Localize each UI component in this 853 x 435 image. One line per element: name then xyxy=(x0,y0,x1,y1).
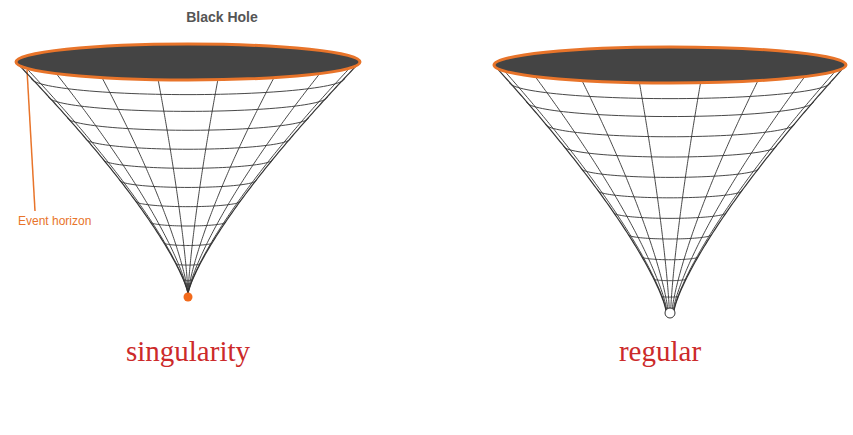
grid-meridian xyxy=(505,71,667,311)
caption-label: regular xyxy=(619,335,701,368)
grid-ring xyxy=(642,257,698,260)
grid-ring xyxy=(598,190,742,197)
grid-ring xyxy=(546,124,795,137)
regular-funnel xyxy=(494,47,846,311)
grid-meridian xyxy=(582,81,668,312)
grid-meridian xyxy=(188,68,350,294)
grid-ring xyxy=(68,118,309,131)
grid-ring xyxy=(103,159,272,168)
grid-ring xyxy=(654,279,686,281)
leader-line xyxy=(27,70,35,211)
grid-meridian xyxy=(494,65,666,311)
event-horizon-disc xyxy=(16,44,360,80)
grid-ring xyxy=(527,102,813,117)
grid-meridian xyxy=(188,78,274,294)
caption-label: singularity xyxy=(126,335,250,368)
grid-ring xyxy=(49,97,327,112)
callout-label: Event horizon xyxy=(18,215,91,229)
grid-meridian xyxy=(674,65,846,311)
grid-meridian xyxy=(26,68,188,294)
grid-ring xyxy=(120,180,256,187)
singularity-dot xyxy=(184,293,193,302)
grid-ring xyxy=(150,222,225,226)
grid-meridian xyxy=(188,74,320,294)
grid-meridian xyxy=(16,62,188,294)
grid-ring xyxy=(614,213,727,219)
grid-meridian xyxy=(674,71,836,311)
grid-ring xyxy=(581,168,758,177)
event-horizon-disc xyxy=(494,47,846,83)
regular-core xyxy=(665,308,675,318)
grid-ring xyxy=(628,235,711,239)
grid-meridian xyxy=(672,81,758,312)
grid-meridian xyxy=(188,80,218,294)
grid-ring xyxy=(164,243,212,246)
grid-ring xyxy=(136,201,241,206)
singular-funnel xyxy=(16,44,360,294)
heading: Black Hole xyxy=(186,9,258,25)
grid-meridian xyxy=(673,77,805,312)
grid-meridian xyxy=(158,80,188,294)
grid-ring xyxy=(86,139,290,150)
grid-ring xyxy=(176,264,200,265)
grid-meridian xyxy=(671,83,701,312)
grid-ring xyxy=(509,82,830,98)
grid-meridian xyxy=(188,62,360,294)
grid-meridian xyxy=(639,83,669,312)
grid-ring xyxy=(564,146,776,157)
